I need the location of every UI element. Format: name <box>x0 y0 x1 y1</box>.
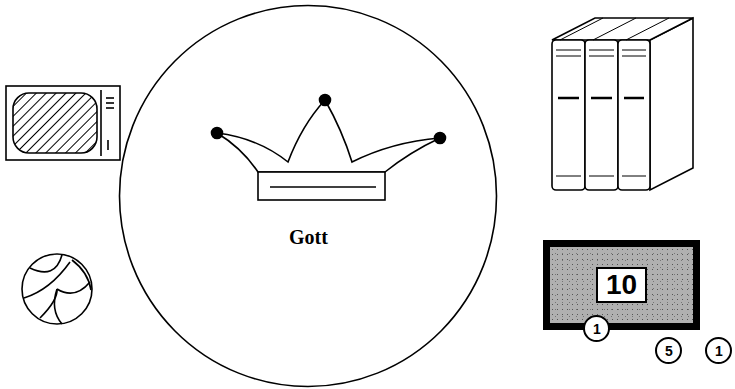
score-circle: 5 <box>655 337 682 364</box>
books <box>552 18 693 190</box>
god-circle: Gott <box>118 4 498 388</box>
score-circle: 1 <box>583 315 610 342</box>
callout-number: 1 <box>715 344 723 358</box>
television <box>6 86 120 160</box>
volleyball <box>22 254 92 324</box>
node-label: Gott <box>289 226 328 249</box>
scoreboard: 10 <box>543 240 700 330</box>
callout-number: 5 <box>665 344 673 358</box>
score-circle: 1 <box>705 337 732 364</box>
callout-number: 1 <box>593 322 601 336</box>
score-display: 10 <box>596 267 647 303</box>
circle-outline <box>120 6 497 387</box>
circle-outline <box>118 4 498 388</box>
crown <box>212 95 446 201</box>
